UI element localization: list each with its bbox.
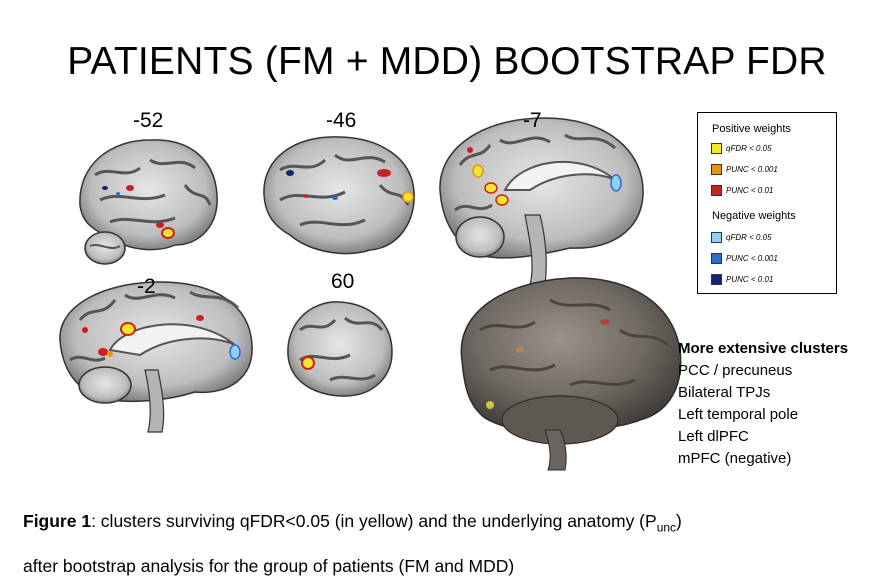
legend-item: PUNC < 0.001 xyxy=(711,163,778,175)
brain-slice-minus46 xyxy=(263,136,415,255)
legend-swatch xyxy=(711,252,722,264)
slice-label-2: -46 xyxy=(326,109,357,132)
legend-swatch xyxy=(711,184,722,196)
caption-close: ) xyxy=(676,511,682,531)
cluster-item: mPFC (negative) xyxy=(678,450,792,467)
legend-swatch xyxy=(711,163,722,175)
legend-label: PUNC < 0.01 xyxy=(726,274,774,284)
caption-line-1: Figure 1: clusters surviving qFDR<0.05 (… xyxy=(23,502,883,547)
brain-slice-minus7 xyxy=(439,117,644,286)
legend-label: PUNC < 0.001 xyxy=(726,253,778,263)
slice-label-1: -52 xyxy=(133,109,164,132)
cluster-item: PCC / precuneus xyxy=(678,362,793,379)
legend-item: PUNC < 0.01 xyxy=(711,184,773,196)
legend-swatch xyxy=(711,142,722,154)
brain-slice-60 xyxy=(287,301,393,397)
caption-text: : clusters surviving qFDR<0.05 (in yello… xyxy=(91,511,657,531)
brain-3d-render xyxy=(460,277,682,471)
slice-label-5: 60 xyxy=(331,270,355,293)
cluster-item: Left temporal pole xyxy=(678,406,799,423)
figure-caption: Figure 1: clusters surviving qFDR<0.05 (… xyxy=(23,502,883,585)
caption-subscript: unc xyxy=(656,520,677,535)
brain-slice-minus52 xyxy=(79,139,218,265)
legend-label: PUNC < 0.001 xyxy=(726,164,778,174)
legend-item: PUNC < 0.01 xyxy=(711,273,773,285)
cluster-item: Left dlPFC xyxy=(678,428,749,445)
clusters-heading: More extensive clusters xyxy=(678,340,849,357)
brain-slice-minus2 xyxy=(59,281,253,433)
legend-item: qFDR < 0.05 xyxy=(711,142,772,154)
legend-label: qFDR < 0.05 xyxy=(726,143,772,153)
legend-box: Positive weights qFDR < 0.05 PUNC < 0.00… xyxy=(697,112,837,294)
slice-label-3: -7 xyxy=(523,109,542,132)
caption-line-2: after bootstrap analysis for the group o… xyxy=(23,555,515,576)
page-title: PATIENTS (FM + MDD) BOOTSTRAP FDR xyxy=(67,40,827,83)
figure-label: Figure 1 xyxy=(23,511,92,531)
legend-swatch xyxy=(711,231,722,243)
legend-positive-header: Positive weights xyxy=(712,123,791,135)
legend-label: qFDR < 0.05 xyxy=(726,232,772,242)
legend-item: PUNC < 0.001 xyxy=(711,252,778,264)
brain-figure xyxy=(59,117,682,471)
legend-label: PUNC < 0.01 xyxy=(726,185,774,195)
slice-label-4: -2 xyxy=(137,275,156,298)
legend-swatch xyxy=(711,273,722,285)
legend-item: qFDR < 0.05 xyxy=(711,231,772,243)
clusters-list: More extensive clusters PCC / precuneus … xyxy=(678,338,848,470)
cluster-item: Bilateral TPJs xyxy=(678,384,771,401)
legend-negative-header: Negative weights xyxy=(712,210,796,222)
